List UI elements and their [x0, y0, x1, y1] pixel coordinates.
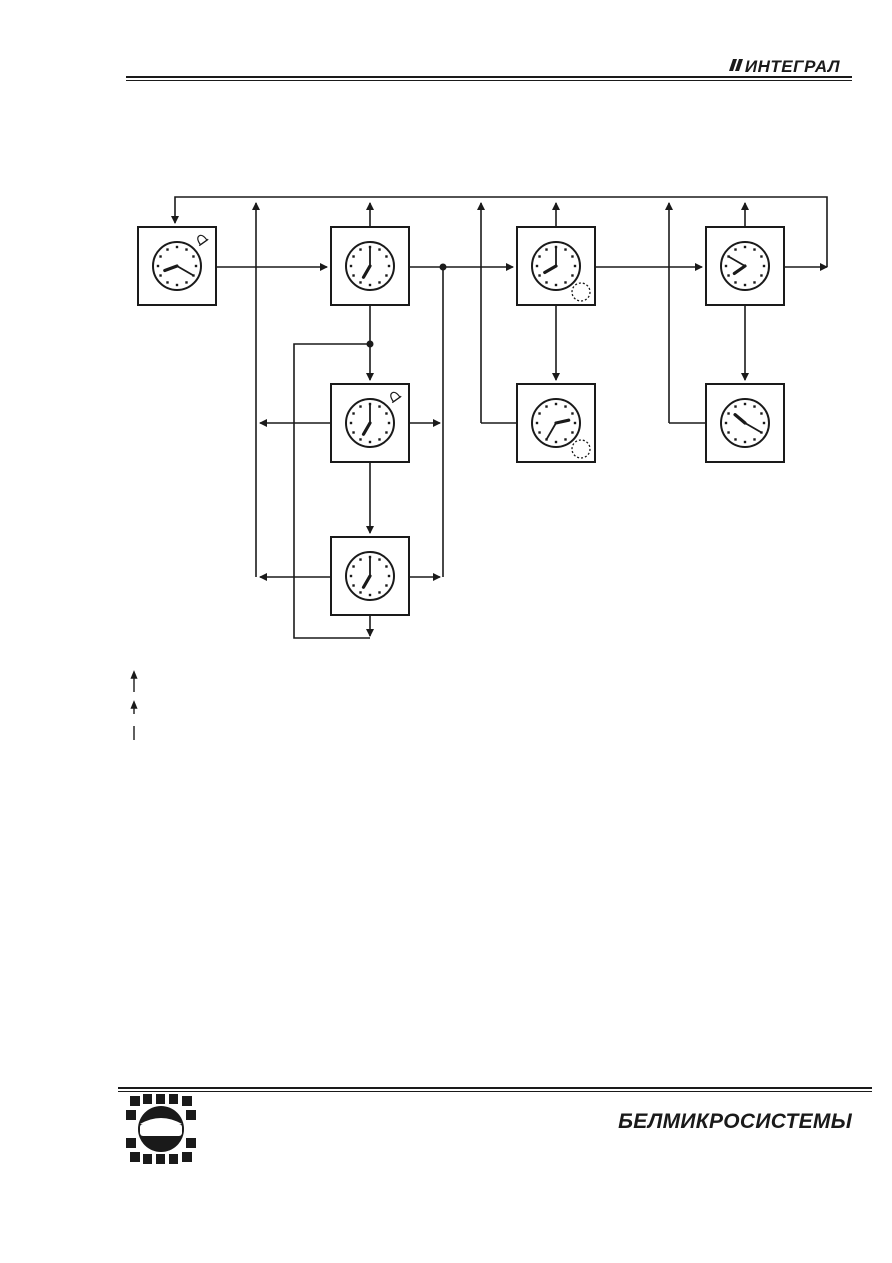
- long-arrow-head: [130, 670, 138, 679]
- state-block-s6: [516, 383, 596, 463]
- state-block-s2: [330, 226, 410, 306]
- clock-icon: [345, 551, 395, 601]
- junction-dot: [366, 340, 374, 348]
- hour-hand: [361, 421, 372, 436]
- minute-hand: [176, 265, 195, 277]
- belmicrosystems-logo-icon: [126, 1094, 196, 1164]
- minute-hand: [727, 255, 746, 267]
- legend-marks: [130, 670, 138, 740]
- clock-icon: [345, 398, 395, 448]
- hour-hand: [361, 574, 372, 589]
- connection-line: [293, 343, 370, 639]
- header-brand: ИНТЕГРАЛ: [728, 57, 840, 77]
- footer-brand: БЕЛМИКРОСИСТЕМЫ: [618, 1110, 852, 1133]
- clock-icon: [531, 398, 581, 448]
- connection-line: [171, 196, 828, 267]
- short-arrow-head: [130, 700, 138, 709]
- header-rule: [126, 76, 852, 78]
- state-block-s1: [137, 226, 217, 306]
- state-block-s5: [330, 383, 410, 463]
- clock-icon: [531, 241, 581, 291]
- header-brand-text: ИНТЕГРАЛ: [744, 57, 840, 76]
- clock-icon: [720, 398, 770, 448]
- minute-hand: [545, 422, 557, 441]
- hour-hand: [554, 418, 571, 425]
- dotted-circle-icon: [571, 439, 591, 459]
- clock-icon: [345, 241, 395, 291]
- hour-hand: [163, 264, 179, 273]
- footer-rule-thin: [118, 1091, 872, 1092]
- header-rule-thin: [126, 80, 852, 81]
- bell-icon: [390, 391, 402, 404]
- bell-icon: [197, 234, 209, 247]
- dotted-circle-icon: [571, 282, 591, 302]
- hour-hand: [361, 264, 372, 279]
- clock-icon: [152, 241, 202, 291]
- hour-hand: [543, 264, 558, 275]
- junction-dot: [439, 263, 447, 271]
- state-block-s3: [516, 226, 596, 306]
- hour-hand: [733, 413, 747, 425]
- clock-icon: [720, 241, 770, 291]
- state-block-s8: [330, 536, 410, 616]
- integral-logo-icon: [728, 57, 744, 77]
- hour-hand: [732, 264, 747, 276]
- state-block-s4: [705, 226, 785, 306]
- footer-rule: [118, 1087, 872, 1089]
- state-block-s7: [705, 383, 785, 463]
- minute-hand: [744, 422, 763, 434]
